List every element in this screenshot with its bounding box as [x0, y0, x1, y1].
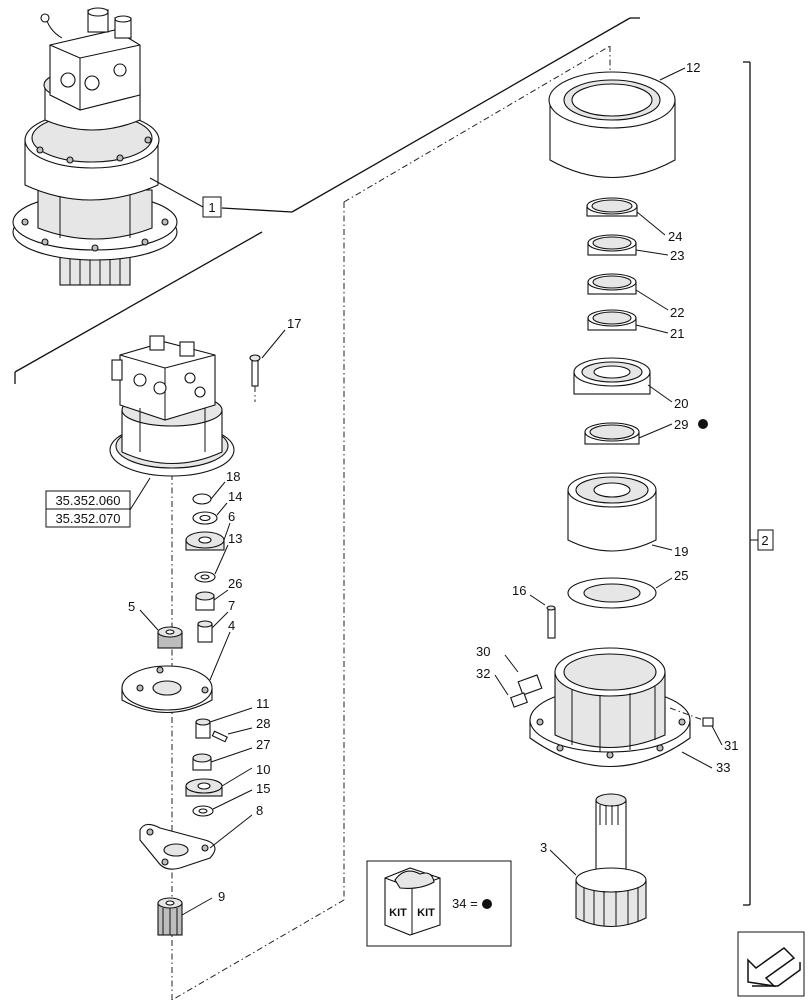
label-8: 8	[256, 803, 263, 818]
part-4-carrier-plate	[121, 631, 231, 714]
part-17-bolt	[249, 329, 286, 402]
label-33: 33	[716, 760, 730, 775]
label-28: 28	[256, 716, 270, 731]
label-20: 20	[674, 396, 688, 411]
label-30: 30	[476, 644, 490, 659]
part-20-bearing	[573, 357, 673, 403]
part-18-ring	[192, 481, 226, 505]
assembly-ref-label: 1	[208, 200, 215, 215]
label-4: 4	[228, 618, 235, 633]
label-26: 26	[228, 576, 242, 591]
label-32: 32	[476, 666, 490, 681]
part-32-plug	[494, 674, 528, 708]
label-29: 29	[674, 417, 688, 432]
label-10: 10	[256, 762, 270, 777]
group-bracket: 2	[743, 61, 774, 906]
label-27: 27	[256, 737, 270, 752]
part-25-shim	[567, 577, 673, 609]
label-17: 17	[287, 316, 301, 331]
label-7: 7	[228, 598, 235, 613]
part-3-pinion-shaft	[549, 793, 647, 927]
label-22: 22	[670, 305, 684, 320]
nav-arrow-button[interactable]	[737, 931, 805, 997]
kit-box-icon	[384, 867, 441, 936]
part-12-ring-gear	[548, 67, 686, 179]
ref-code-top: 35.352.060	[55, 493, 120, 508]
label-12: 12	[686, 60, 700, 75]
label-31: 31	[724, 738, 738, 753]
group-ref-label: 2	[761, 533, 768, 548]
label-6: 6	[228, 509, 235, 524]
label-5: 5	[128, 599, 135, 614]
part-8-carrier	[139, 814, 253, 870]
ref-code-bottom: 35.352.070	[55, 511, 120, 526]
part-5-gear	[139, 609, 183, 649]
part-21-ring	[587, 309, 669, 334]
part-15-washer	[192, 789, 253, 817]
arrow-down-left-icon	[747, 947, 796, 988]
part-23-ring	[587, 234, 669, 256]
part-24-ring	[586, 197, 666, 236]
part-7-pin	[197, 611, 229, 643]
part-13-washer	[194, 544, 229, 583]
label-16: 16	[512, 583, 526, 598]
kit-label-left: KIT	[389, 907, 407, 919]
part-14-washer	[192, 502, 228, 525]
part-28-pin	[211, 727, 253, 743]
label-24: 24	[668, 229, 682, 244]
label-15: 15	[256, 781, 270, 796]
kit-marker-icon	[482, 899, 492, 909]
kit-marker-29-icon	[698, 419, 708, 429]
kit-legend-text: 34 =	[452, 896, 478, 911]
label-13: 13	[228, 531, 242, 546]
part-6-gear	[185, 522, 231, 551]
part-labels: 12 24 23 22 21 20 29 19 25 16 30 32 31 3…	[128, 60, 738, 904]
label-9: 9	[218, 889, 225, 904]
part-16-pin	[529, 594, 556, 639]
part-9-sun-gear	[157, 897, 213, 936]
label-23: 23	[670, 248, 684, 263]
part-29-ring	[584, 419, 708, 445]
part-22-ring	[587, 273, 669, 311]
part-11-shaft	[195, 707, 253, 739]
label-11: 11	[256, 696, 270, 711]
part-10-gear	[185, 767, 253, 797]
label-21: 21	[670, 326, 684, 341]
motor-subassembly: 35.352.060 35.352.070	[45, 335, 235, 528]
kit-legend: KIT KIT 34 =	[366, 860, 512, 947]
label-25: 25	[674, 568, 688, 583]
part-30-plug	[504, 654, 543, 696]
part-26-bushing	[195, 589, 229, 611]
part-27-bushing	[192, 747, 253, 771]
label-19: 19	[674, 544, 688, 559]
label-3: 3	[540, 840, 547, 855]
swing-motor-assembly: 1	[12, 7, 222, 286]
label-18: 18	[226, 469, 240, 484]
kit-label-right: KIT	[417, 907, 435, 919]
part-19-bearing	[567, 472, 673, 552]
label-14: 14	[228, 489, 242, 504]
part-31-plug	[669, 707, 723, 746]
part-33-housing	[529, 647, 713, 769]
